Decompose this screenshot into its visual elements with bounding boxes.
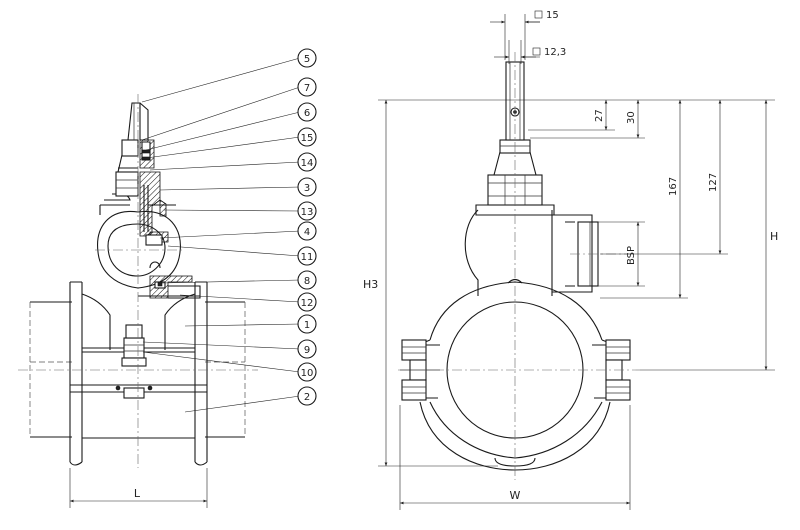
balloon-15: 15 <box>297 127 317 147</box>
svg-text:5: 5 <box>304 54 310 65</box>
left-sectional-view: L <box>18 94 258 508</box>
svg-text:7: 7 <box>304 83 310 94</box>
balloon-11: 11 <box>297 246 317 266</box>
svg-text:1: 1 <box>304 320 310 331</box>
leader-lines <box>141 57 301 413</box>
svg-text:12: 12 <box>301 298 314 309</box>
balloon-13: 13 <box>297 201 317 221</box>
part-balloons: 5 7 6 15 14 3 13 4 11 8 12 1 9 10 2 <box>297 48 317 406</box>
dim-H3: H3 <box>363 278 378 291</box>
dim-30: 30 <box>626 111 637 124</box>
svg-text:14: 14 <box>301 158 314 169</box>
dim-127: 127 <box>708 173 719 192</box>
dim-167: 167 <box>668 177 679 196</box>
balloon-9: 9 <box>297 339 317 359</box>
svg-text:6: 6 <box>304 108 310 119</box>
balloon-14: 14 <box>297 152 317 172</box>
balloon-10: 10 <box>297 362 317 382</box>
dim-H: H <box>770 230 778 243</box>
dim-square-12-3: 12,3 <box>544 47 566 58</box>
bonnet-neck-side <box>115 139 139 197</box>
balloon-3: 3 <box>297 177 317 197</box>
svg-text:15: 15 <box>301 133 314 144</box>
svg-text:2: 2 <box>304 392 310 403</box>
pipe-and-saddle-front <box>417 278 616 471</box>
svg-text:3: 3 <box>304 183 310 194</box>
spindle-front <box>505 61 525 141</box>
balloon-5: 5 <box>297 48 317 68</box>
section-half-hatched <box>138 139 201 299</box>
valve-body-front <box>464 204 599 296</box>
dimension-L: L <box>69 468 208 508</box>
balloon-7: 7 <box>297 77 317 97</box>
balloon-6: 6 <box>297 102 317 122</box>
pipe-outline-left <box>29 301 246 438</box>
svg-text:11: 11 <box>301 252 314 263</box>
clamp-bolts-right <box>592 339 631 401</box>
svg-text:4: 4 <box>304 227 310 238</box>
balloon-4: 4 <box>297 221 317 241</box>
svg-text:8: 8 <box>304 276 310 287</box>
balloon-2: 2 <box>297 386 317 406</box>
dim-W: W <box>510 489 521 502</box>
dimensions-right: 15 12,3 27 30 167 127 BSP H <box>363 10 778 510</box>
dim-27: 27 <box>594 109 605 122</box>
dim-square-15: 15 <box>546 10 559 21</box>
label-L: L <box>134 487 141 500</box>
clamp-saddle-side <box>69 281 208 466</box>
bolt-and-nut <box>115 324 153 399</box>
dim-bsp: BSP <box>626 246 637 265</box>
balloon-12: 12 <box>297 292 317 312</box>
balloon-8: 8 <box>297 270 317 290</box>
svg-text:9: 9 <box>304 345 310 356</box>
balloon-1: 1 <box>297 314 317 334</box>
right-front-view <box>398 52 640 480</box>
svg-text:10: 10 <box>301 368 314 379</box>
svg-text:13: 13 <box>301 207 314 218</box>
